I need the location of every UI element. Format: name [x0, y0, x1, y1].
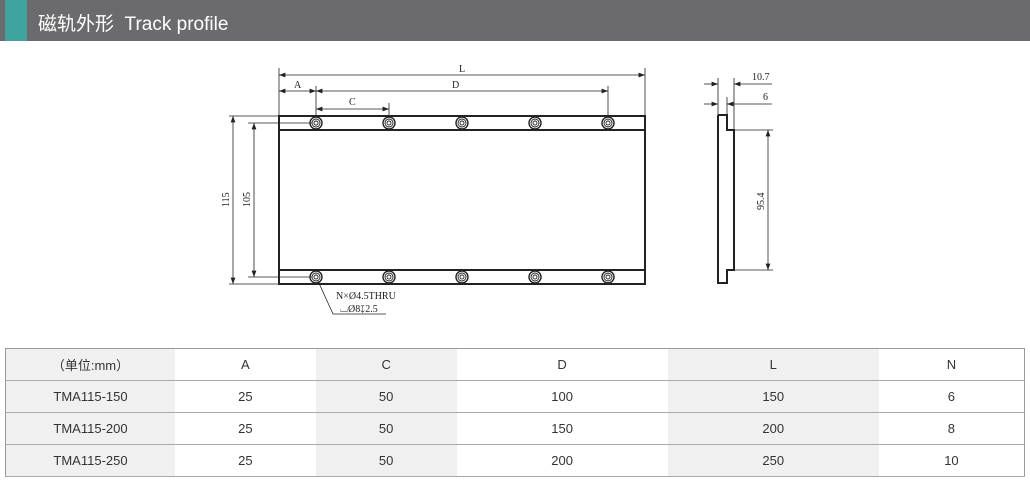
table-cell: 25 [175, 380, 316, 413]
spec-table: （单位:mm） A C D L N TMA115-150 25 50 100 1… [5, 348, 1025, 477]
hole-circle [605, 274, 611, 280]
table-cell: 100 [456, 380, 668, 413]
side-dim-95-4-label: 95.4 [756, 193, 767, 211]
table-cell: 200 [667, 412, 879, 445]
hole-circle [459, 274, 465, 280]
table-cell: 10 [878, 444, 1025, 477]
header-accent [5, 0, 27, 41]
hole-circle [309, 116, 323, 130]
dim-D-label: D [452, 80, 459, 91]
section-header: 磁轨外形 Track profile [0, 0, 1030, 41]
hole-circle [384, 118, 394, 128]
hole-circle [455, 270, 469, 284]
table-cell: 6 [878, 380, 1025, 413]
table-cell: 25 [175, 412, 316, 445]
hole-note-thru: N×Ø4.5THRU [336, 291, 397, 302]
hole-circle [528, 270, 542, 284]
hole-circle [530, 118, 540, 128]
model-cell: TMA115-200 [5, 412, 175, 445]
table-cell: 50 [315, 412, 457, 445]
hole-circle [386, 120, 392, 126]
hole-circle [603, 272, 613, 282]
hole-circle [384, 272, 394, 282]
hole-circle [311, 118, 321, 128]
table-header-row: （单位:mm） A C D L N [5, 348, 1025, 381]
hole-circle [528, 116, 542, 130]
hole-circle [532, 120, 538, 126]
hole-circle [532, 274, 538, 280]
table-cell: 150 [667, 380, 879, 413]
table-row: TMA115-250 25 50 200 250 10 [5, 444, 1025, 477]
table-cell: 25 [175, 444, 316, 477]
hole-circle [459, 120, 465, 126]
table-cell: 250 [667, 444, 879, 477]
hole-circle [455, 116, 469, 130]
hole-circle [386, 274, 392, 280]
table-row: TMA115-200 25 50 150 200 8 [5, 412, 1025, 445]
hole-circle [605, 120, 611, 126]
section-title: 磁轨外形 Track profile [38, 14, 229, 35]
table-cell: 150 [456, 412, 668, 445]
hole-circle [382, 270, 396, 284]
table-cell: 50 [315, 444, 457, 477]
table-cell: 200 [456, 444, 668, 477]
hole-circle [457, 118, 467, 128]
side-dim-10-7-label: 10.7 [752, 72, 770, 83]
dim-115-label: 115 [221, 192, 232, 207]
dim-A-label: A [294, 80, 302, 91]
side-view [704, 78, 773, 284]
table-cell: 50 [315, 380, 457, 413]
dim-L-label: L [459, 64, 465, 75]
header-cell: D [456, 348, 668, 381]
track-drawing: L A D C 115 105 N×Ø4.5THRU ⌴Ø8↧2.5 10.7 … [221, 64, 773, 315]
hole-circle [603, 118, 613, 128]
model-cell: TMA115-150 [5, 380, 175, 413]
dim-C-label: C [349, 97, 356, 108]
side-dim-6-label: 6 [763, 92, 768, 103]
hole-circle [313, 120, 319, 126]
table-row: TMA115-150 25 50 100 150 6 [5, 380, 1025, 413]
hole-circle [601, 116, 615, 130]
hole-circle [382, 116, 396, 130]
header-cell: （单位:mm） [5, 348, 175, 381]
table-cell: 8 [878, 412, 1025, 445]
hole-circle [313, 274, 319, 280]
header-cell: C [315, 348, 457, 381]
header-cell: A [175, 348, 316, 381]
model-cell: TMA115-250 [5, 444, 175, 477]
dim-105-label: 105 [242, 192, 253, 207]
mounting-holes [309, 116, 615, 284]
hole-circle [311, 272, 321, 282]
hole-circle [530, 272, 540, 282]
hole-note-counterbore: ⌴Ø8↧2.5 [340, 304, 378, 315]
hole-circle [601, 270, 615, 284]
top-view [229, 68, 646, 315]
hole-circle [457, 272, 467, 282]
hole-circle [309, 270, 323, 284]
header-cell: N [878, 348, 1025, 381]
header-cell: L [667, 348, 879, 381]
